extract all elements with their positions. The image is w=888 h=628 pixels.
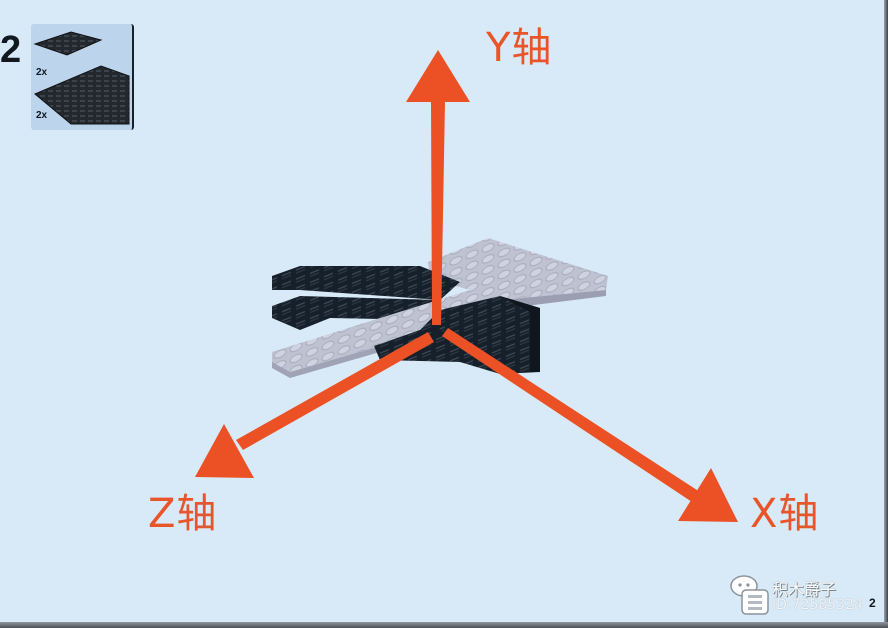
parts-illustration	[33, 31, 130, 125]
z-axis-arrow	[195, 332, 434, 478]
y-axis-label: Y轴	[486, 25, 553, 71]
part-plate-icon	[33, 31, 103, 56]
x-axis-arrow	[442, 328, 738, 522]
x-axis-label: X轴	[750, 491, 820, 537]
frame-edge-bottom	[0, 622, 888, 628]
part-wedge-icon	[34, 65, 130, 125]
dark-wedge-left	[272, 266, 460, 330]
z-axis-label: Z轴	[148, 491, 218, 537]
page-number: 2	[869, 596, 876, 610]
step-number: 2	[0, 29, 22, 71]
watermark: 积木爵子 ID:72585324	[728, 572, 878, 618]
wechat-logo-icon	[730, 575, 769, 615]
y-axis-arrow	[406, 50, 470, 325]
frame-edge-right	[884, 0, 888, 628]
part-qty-2: 2x	[36, 110, 48, 121]
watermark-name: 积木爵子	[772, 580, 837, 599]
axes	[195, 50, 738, 522]
watermark-id: ID:72585324	[772, 597, 863, 613]
parts-callout: 2x 2x	[31, 24, 134, 130]
light-plate-back	[428, 238, 608, 308]
part-qty-1: 2x	[36, 67, 48, 78]
